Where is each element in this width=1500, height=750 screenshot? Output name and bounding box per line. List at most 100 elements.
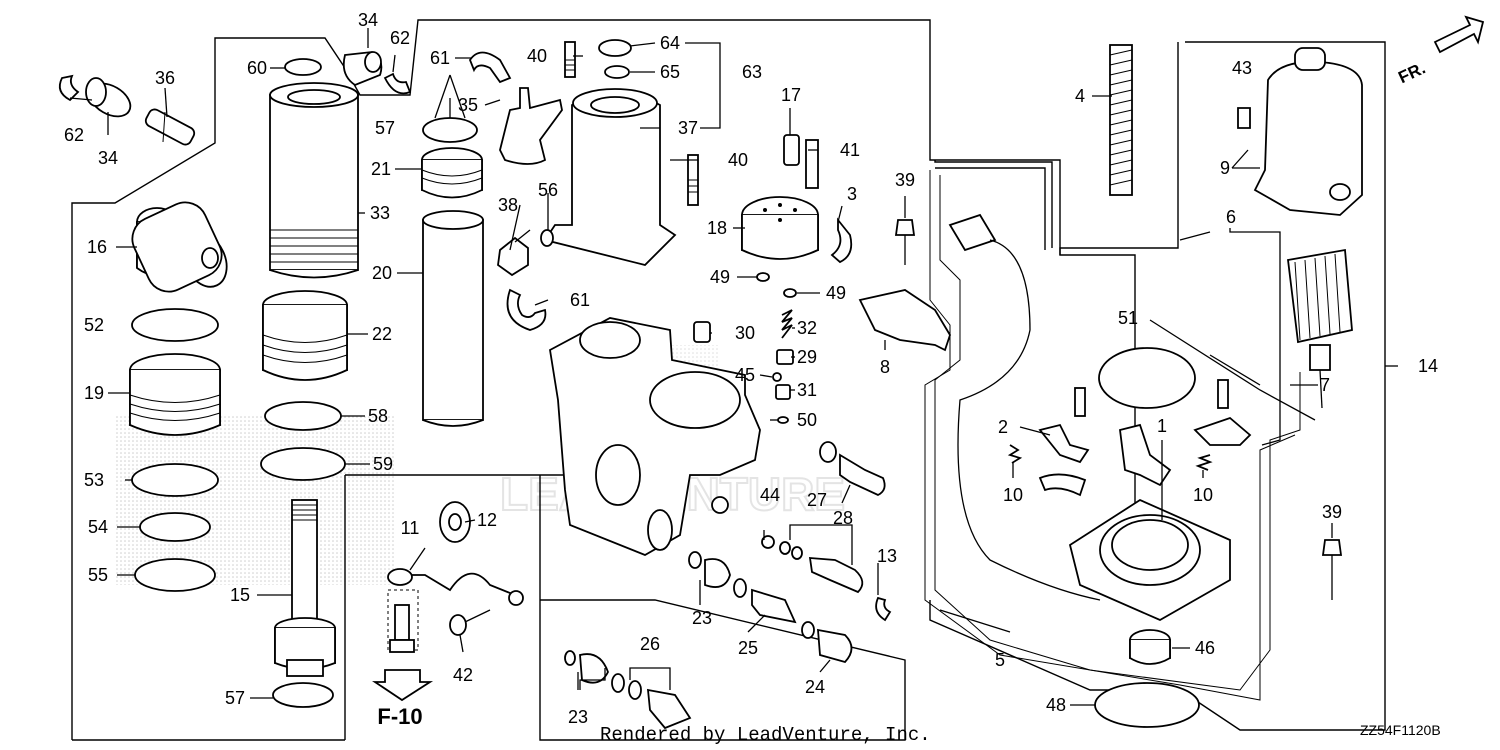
part-57-oring-top <box>422 117 478 143</box>
part-21-collar <box>421 147 483 199</box>
front-arrow-icon <box>1433 15 1485 54</box>
callout-45: 45 <box>735 365 755 385</box>
callout-10-left: 10 <box>1003 485 1023 505</box>
part-27-valve <box>808 557 864 594</box>
part-brush-right <box>1193 416 1252 446</box>
callout-62-left: 62 <box>64 125 84 145</box>
callout-54: 54 <box>88 517 108 537</box>
callout-21: 21 <box>371 159 391 179</box>
callout-6: 6 <box>1226 207 1236 227</box>
part-65-oring <box>604 65 630 79</box>
callout-34-top: 34 <box>358 10 378 30</box>
leader-lines <box>69 28 1398 706</box>
callout-40-top: 40 <box>527 46 547 66</box>
callout-26: 26 <box>640 634 660 654</box>
part-54-oring <box>139 512 211 542</box>
part-5-cable-base <box>948 213 1231 622</box>
part-17-valve <box>783 134 800 166</box>
part-61-clip-bottom <box>506 288 547 331</box>
part-25-piston <box>751 588 797 624</box>
callout-9: 9 <box>1220 158 1230 178</box>
part-23-piston-a <box>704 558 731 588</box>
part-53-oring <box>131 463 219 497</box>
part-49-oring-a <box>756 272 770 282</box>
part-35-bracket <box>499 87 563 165</box>
callout-49-right: 49 <box>826 283 846 303</box>
part-3-clip <box>830 217 853 264</box>
part-38-valve <box>497 236 529 277</box>
part-10-spring-right <box>1195 454 1213 471</box>
part-13-clip <box>875 596 892 622</box>
part-2-brush-holder <box>1038 423 1090 464</box>
callout-24: 24 <box>805 677 825 697</box>
part-32-spring <box>781 309 793 339</box>
part-22-ring <box>262 290 348 381</box>
callout-31: 31 <box>797 380 817 400</box>
callout-39-top: 39 <box>895 170 915 190</box>
callout-23-upper: 23 <box>692 608 712 628</box>
callout-55: 55 <box>88 565 108 585</box>
callout-48: 48 <box>1046 695 1066 715</box>
callout-8: 8 <box>880 357 890 377</box>
callout-43: 43 <box>1232 58 1252 78</box>
part-36-pin <box>144 108 196 146</box>
part-58-oring <box>264 401 342 431</box>
part-49-oring-b <box>783 288 797 298</box>
callout-29: 29 <box>797 347 817 367</box>
part-30-plug <box>693 321 711 343</box>
part-26-piston <box>646 688 692 730</box>
callout-36: 36 <box>155 68 175 88</box>
sheet-code: ZZ54F1120B <box>1360 722 1441 738</box>
part-19-seal-housing <box>129 353 221 436</box>
callout-30: 30 <box>735 323 755 343</box>
callout-20: 20 <box>372 263 392 283</box>
part-drawings <box>58 15 1485 730</box>
callout-4: 4 <box>1075 86 1085 106</box>
part-50-oring <box>777 416 789 424</box>
part-62-clip-top <box>383 72 412 95</box>
callout-labels: 1 2 3 4 5 6 7 8 9 10 10 11 12 13 14 15 1… <box>64 10 1438 727</box>
main-cylinder-body <box>549 317 761 556</box>
part-11-bolt <box>394 604 410 641</box>
callout-57-top: 57 <box>375 118 395 138</box>
callout-19: 19 <box>84 383 104 403</box>
callout-65: 65 <box>660 62 680 82</box>
callout-61-top: 61 <box>430 48 450 68</box>
callout-39-right: 39 <box>1322 502 1342 522</box>
callout-18: 18 <box>707 218 727 238</box>
callout-38: 38 <box>498 195 518 215</box>
callout-25: 25 <box>738 638 758 658</box>
part-1-brush <box>1119 423 1172 487</box>
part-44-ring <box>761 535 775 549</box>
callout-33: 33 <box>370 203 390 223</box>
part-48-oring <box>1094 682 1200 728</box>
credit-text: Rendered by LeadVenture, Inc. <box>600 724 931 746</box>
callout-15: 15 <box>230 585 250 605</box>
part-15-piston-rod <box>274 499 336 677</box>
callout-17: 17 <box>781 85 801 105</box>
callout-59: 59 <box>373 454 393 474</box>
reference-arrow-icon <box>372 669 434 702</box>
part-9-motor-housing <box>1253 47 1363 216</box>
part-55-oring <box>134 558 216 592</box>
part-45-ball <box>772 372 782 382</box>
callout-46: 46 <box>1195 638 1215 658</box>
callout-57-bottom: 57 <box>225 688 245 708</box>
part-29-plug <box>776 349 794 365</box>
part-23-piston-b <box>579 653 609 684</box>
callout-13: 13 <box>877 546 897 566</box>
part-61-clip-top <box>468 51 512 84</box>
part-34-bushing-left <box>85 77 132 118</box>
part-10-spring-left <box>1007 444 1023 464</box>
part-60-oring <box>284 58 322 76</box>
front-direction-label: FR. <box>1395 58 1428 87</box>
part-46-spacer <box>1129 629 1171 665</box>
part-39-bolt-right <box>1321 539 1343 600</box>
callout-11: 11 <box>401 518 420 538</box>
part-56-oring <box>540 229 554 247</box>
callout-7: 7 <box>1320 375 1330 395</box>
callout-51: 51 <box>1118 308 1138 328</box>
part-24-piston <box>817 628 853 664</box>
part-41-bolt <box>805 139 819 189</box>
